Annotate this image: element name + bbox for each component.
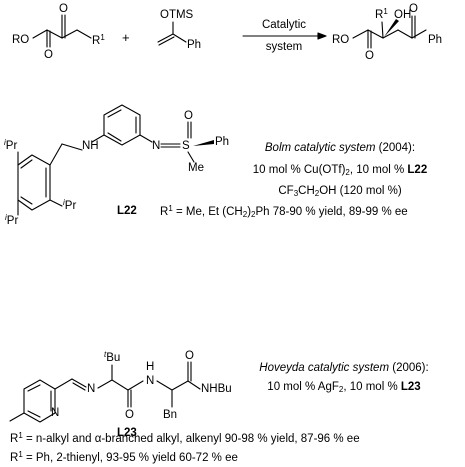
ketoester-keto-o-label: O (59, 3, 68, 15)
l22-ipr-right-label: iPr (63, 198, 77, 213)
l22-compound-label: L22 (117, 205, 137, 217)
product-ph-label: Ph (428, 34, 443, 46)
l22-ipr-top-label: iPr (4, 138, 18, 153)
l23-tbu-label: tBu (104, 350, 121, 365)
results-line-aryl: R1 = Ph, 2-thienyl, 93-95 % yield 60-72 … (10, 450, 238, 465)
enol-ph-label: Ph (187, 39, 202, 51)
reaction-arrow (242, 32, 327, 40)
l22-ipr-bottom-label: iPr (5, 213, 19, 228)
l22-n-label: N (152, 140, 161, 152)
bolm-title: Bolm catalytic system (2004): (264, 142, 416, 154)
l23-amide1-o-label: O (125, 409, 134, 421)
hoveyda-title: Hoveyda catalytic system (2006): (259, 362, 429, 374)
ketoester-bonds (32, 14, 92, 48)
l22-me-label: Me (188, 162, 204, 174)
bolm-line-scope: R1 = Me, Et (CH2)2Ph 78-90 % yield, 89-9… (160, 204, 408, 219)
l22-o-label: O (184, 110, 193, 122)
arrow-label-bottom: system (265, 41, 303, 53)
l22-nh-label: NH (82, 140, 99, 152)
ketoester-r1-label: R1 (92, 33, 105, 48)
ligand-l23-bonds (9, 361, 201, 423)
l23-amide2-o-label: O (185, 350, 194, 362)
l22-s-label: S (182, 140, 190, 152)
product-bonds (352, 15, 427, 49)
l23-bn-label: Bn (163, 409, 178, 421)
product-ro-label: RO (332, 34, 350, 46)
ligand-l22-bonds (17, 104, 195, 216)
enol-otms-label: OTMS (160, 9, 194, 21)
arrow-label-top: Catalytic (261, 19, 307, 31)
product-keto-o-label: O (409, 3, 418, 15)
l23-nhbu-label: NHBu (201, 383, 232, 395)
bolm-line-additive: CF3CH2OH (120 mol %) (278, 185, 402, 198)
product-ester-o-label: O (365, 50, 374, 62)
l23-amide-h-label: H (146, 361, 155, 373)
product-oh-label: OH (394, 9, 412, 21)
results-line-alkyl: R1 = n-alkyl and α-branched alkyl, alken… (10, 431, 360, 446)
ketoester-ester-o-label: O (44, 49, 53, 61)
l23-compound-label: L23 (117, 427, 137, 439)
plus-sign: + (122, 30, 130, 45)
l23-pyridine-n-label: N (51, 407, 60, 419)
product-r1-label: R1 (375, 7, 388, 22)
enol-ether-bonds (157, 21, 187, 46)
l23-imine-n-label: N (87, 383, 96, 395)
l23-amide-n-label: N (146, 375, 155, 387)
l22-ph-label: Ph (215, 136, 230, 148)
hoveyda-line-catalyst: 10 mol % AgF2, 10 mol % L23 (267, 381, 421, 394)
ketoester-ro-label: RO (12, 34, 30, 46)
bolm-line-catalyst: 10 mol % Cu(OTf)2, 10 mol % L22 (252, 164, 428, 177)
